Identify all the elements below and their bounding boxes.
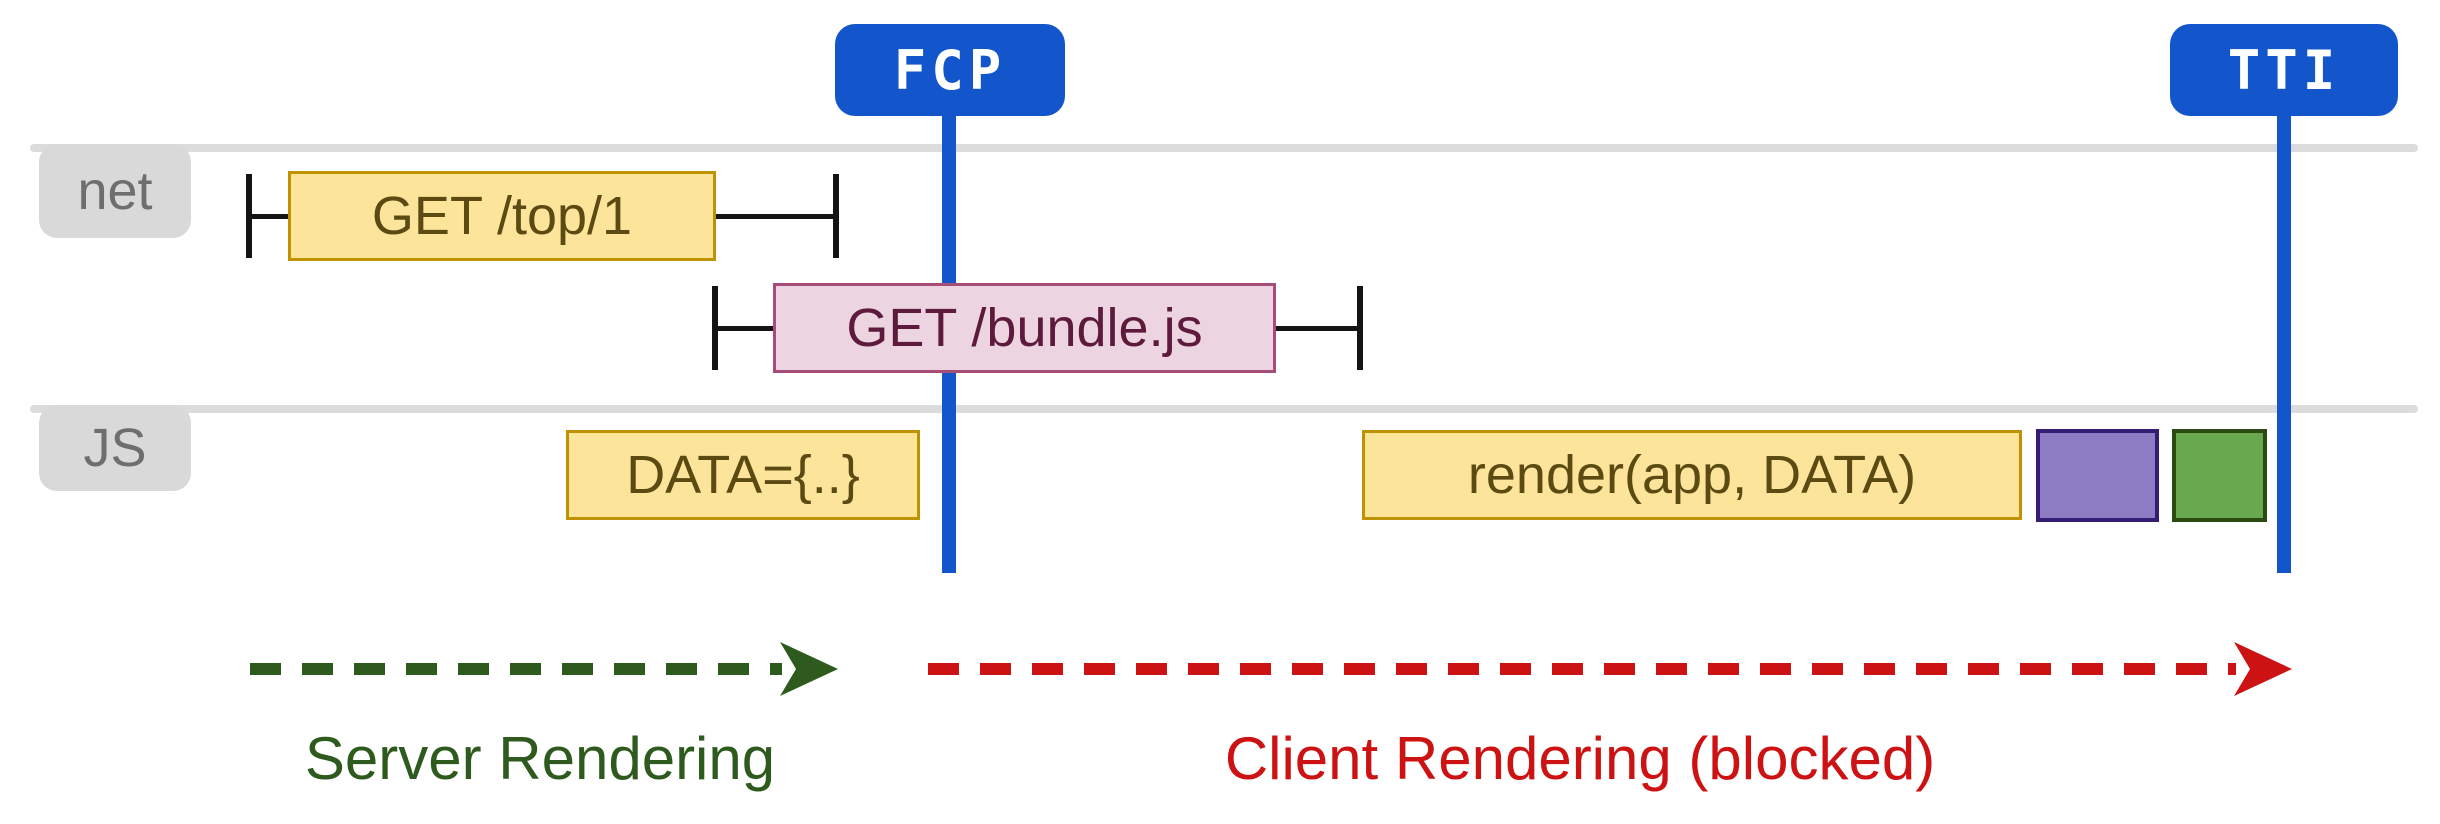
whisker-connector	[714, 214, 836, 219]
js-lane-label: JS	[83, 418, 147, 478]
net-lane-line	[30, 144, 2418, 152]
tti-marker-line	[2277, 112, 2291, 573]
tti-badge: TTI	[2170, 24, 2398, 116]
event-get-bundle-label: GET /bundle.js	[846, 298, 1203, 358]
tti-badge-label: TTI	[2227, 38, 2341, 102]
server-rendering-arrow-head	[780, 642, 838, 696]
request-end-tick	[1357, 286, 1363, 370]
event-task-green	[2172, 429, 2267, 522]
event-task-purple	[2036, 429, 2159, 522]
event-data: DATA={..}	[566, 430, 920, 520]
whisker-connector	[250, 214, 292, 219]
js-lane-line	[30, 405, 2418, 413]
event-get-bundle: GET /bundle.js	[773, 283, 1276, 373]
net-lane-label: net	[77, 161, 153, 221]
js-lane-tab: JS	[39, 405, 191, 491]
server-rendering-label: Server Rendering	[304, 725, 776, 792]
net-lane-tab: net	[39, 144, 191, 238]
event-get-top: GET /top/1	[288, 171, 716, 261]
client-rendering-label: Client Rendering (blocked)	[1224, 725, 1936, 792]
event-get-top-label: GET /top/1	[371, 186, 633, 246]
fcp-badge-label: FCP	[893, 38, 1007, 102]
client-rendering-arrow-head	[2234, 642, 2292, 696]
event-render-label: render(app, DATA)	[1467, 445, 1917, 505]
request-end-tick	[833, 174, 839, 258]
whisker-connector	[716, 326, 776, 331]
request-start-tick	[246, 174, 252, 258]
request-start-tick	[712, 286, 718, 370]
event-render: render(app, DATA)	[1362, 430, 2022, 520]
whisker-connector	[1274, 326, 1360, 331]
event-data-label: DATA={..}	[626, 445, 860, 505]
fcp-badge: FCP	[835, 24, 1065, 116]
